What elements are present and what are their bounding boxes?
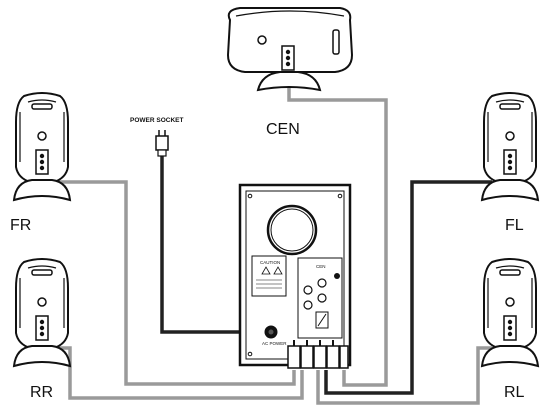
cables-black	[160, 155, 492, 395]
panel-ac-power-text: AC POWER	[262, 341, 287, 346]
rear-right-speaker	[13, 258, 71, 367]
label-power-socket: POWER SOCKET	[130, 117, 183, 124]
label-rear-right: RR	[30, 384, 53, 401]
front-left-speaker	[481, 92, 539, 201]
cable-rear-right	[55, 346, 304, 400]
panel-caution-text: CAUTION	[260, 260, 280, 265]
label-center: CEN	[266, 121, 300, 138]
label-front-right: FR	[10, 217, 31, 234]
panel-cen-text: CEN	[316, 264, 326, 269]
cables-gray	[55, 75, 492, 405]
cable-center	[287, 75, 388, 387]
center-speaker	[226, 7, 354, 92]
front-right-speaker	[13, 92, 71, 201]
caution-plate	[251, 255, 287, 297]
cable-power	[160, 155, 271, 334]
label-front-left: FL	[505, 217, 524, 234]
cable-front-left	[324, 180, 492, 395]
power-plug	[155, 130, 169, 157]
rca-plugs	[287, 340, 349, 369]
woofer-port	[266, 204, 318, 256]
label-rear-left: RL	[504, 384, 525, 401]
cable-front-right	[55, 180, 296, 386]
cable-rear-left	[316, 346, 492, 405]
rear-left-speaker	[481, 258, 539, 367]
subwoofer	[238, 183, 352, 369]
